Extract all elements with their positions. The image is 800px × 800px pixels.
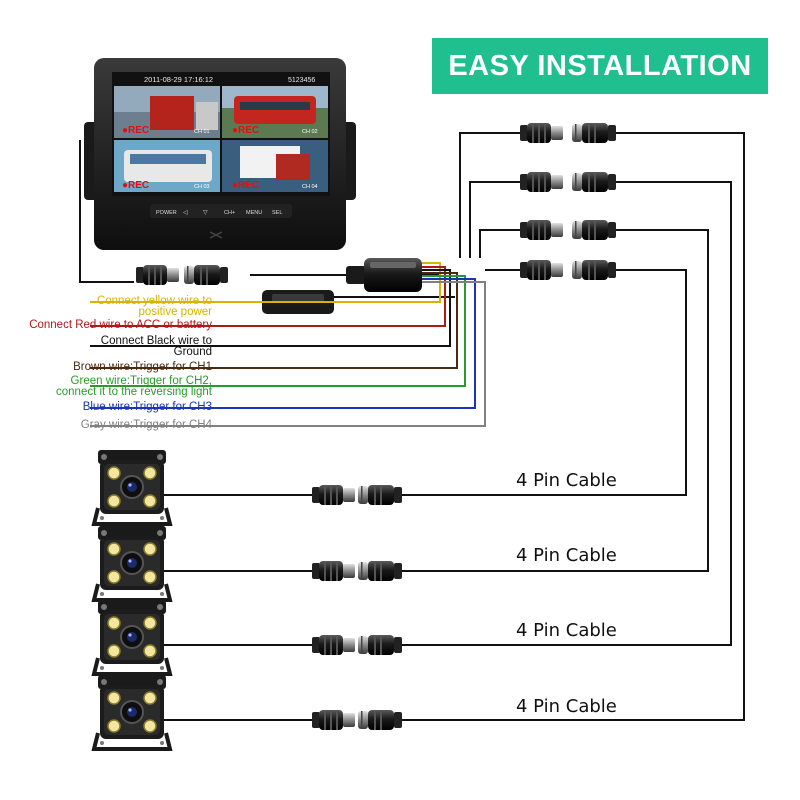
ch2-channel-label: CH 02 (302, 129, 318, 135)
monitor-button-left[interactable]: ◁ (183, 210, 188, 216)
wire-label-red: Connect Red wire to ACC or battery (29, 319, 212, 331)
main-splitter (346, 258, 422, 292)
monitor-timestamp-right: 5123456 (288, 77, 315, 84)
wire-label-gray: Gray wire:Trigger for CH4 (80, 419, 212, 431)
ch4-rec-label: ●REC (232, 180, 259, 191)
wire-label-gray-line-1: Gray wire:Trigger for CH4 (80, 419, 212, 431)
wire-label-blue: Blue wire:Trigger for CH3 (82, 401, 212, 413)
wire-label-yellow-line-1: Connect yellow wire to (96, 295, 212, 307)
wire-label-red-line-1: Connect Red wire to ACC or battery (29, 319, 212, 331)
ch3-channel-label: CH 03 (194, 184, 210, 190)
camera-connectors (312, 485, 402, 730)
camera-4 (92, 673, 172, 751)
wire-label-green-line-1: Green wire:Trigger for CH2, (70, 375, 212, 387)
wire-label-black-line-2: Ground (173, 346, 212, 358)
wire-label-brown: Brown wire:Trigger for CH1 (73, 361, 212, 373)
wire-label-black-line-1: Connect Black wire to (100, 335, 212, 347)
wire-label-blue-line-1: Blue wire:Trigger for CH3 (82, 401, 212, 413)
wire-label-yellow: Connect yellow wire to positive power (96, 295, 212, 318)
ch2-rec-label: ●REC (232, 125, 259, 136)
title-banner: EASY INSTALLATION (432, 38, 768, 94)
wire-label-brown-line-1: Brown wire:Trigger for CH1 (73, 361, 212, 373)
cable-label-1: 4 Pin Cable (516, 470, 617, 491)
wire-label-yellow-line-2: positive power (138, 306, 212, 318)
camera-cables (162, 494, 312, 721)
camera-3 (92, 598, 172, 676)
monitor-timestamp: 2011-08-29 17:16:12 (144, 75, 213, 84)
wire-label-green: Green wire:Trigger for CH2, connect it t… (56, 375, 212, 398)
power-connector-male (136, 265, 179, 285)
trigger-wires (90, 262, 486, 427)
ch1-channel-label: CH 01 (194, 129, 210, 135)
cable-label-2: 4 Pin Cable (516, 545, 617, 566)
monitor-button-ch[interactable]: CH+ (224, 210, 235, 216)
monitor-button-sel[interactable]: SEL (272, 210, 282, 216)
cameras (92, 448, 172, 751)
monitor-button-menu[interactable]: MENU (246, 210, 262, 216)
cable-label-4: 4 Pin Cable (516, 696, 617, 717)
ch4-channel-label: CH 04 (302, 184, 318, 190)
ch3-rec-label: ●REC (122, 180, 149, 191)
wire-label-green-line-2: connect it to the reversing light (56, 386, 212, 398)
camera-1 (92, 448, 172, 526)
top-connectors (520, 123, 616, 280)
page-title: EASY INSTALLATION (448, 49, 752, 82)
video-trunk-lines (402, 132, 745, 721)
cable-label-3: 4 Pin Cable (516, 620, 617, 641)
ch1-rec-label: ●REC (122, 125, 149, 136)
monitor: 2011-08-29 17:16:12 5123456 ●REC CH 01 ●… (84, 58, 356, 250)
monitor-button-power[interactable]: POWER (156, 210, 177, 216)
power-connector-female (184, 265, 228, 285)
camera-2 (92, 524, 172, 602)
monitor-button-down[interactable]: ▽ (203, 210, 208, 216)
wire-label-black: Connect Black wire to Ground (100, 335, 212, 358)
